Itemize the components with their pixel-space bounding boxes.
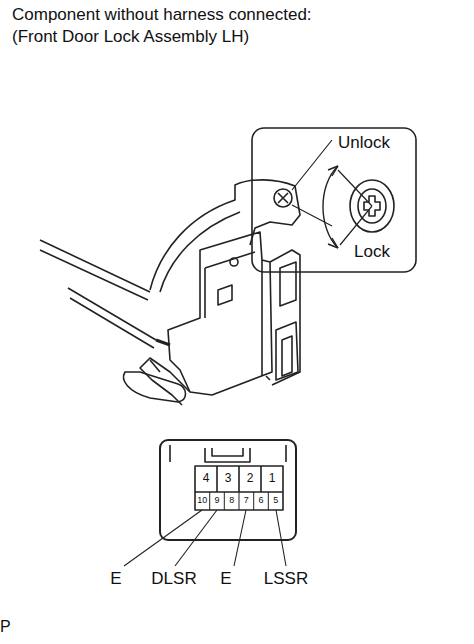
- pin-number: 2: [239, 472, 261, 485]
- signal-name: E: [104, 570, 128, 589]
- pin-number: 6: [254, 496, 269, 506]
- subtitle: (Front Door Lock Assembly LH): [12, 28, 249, 47]
- direction-label: Lock: [352, 243, 392, 262]
- pin-number: 1: [261, 472, 283, 485]
- pin-number: 8: [224, 496, 239, 506]
- signal-name: LSSR: [256, 570, 316, 589]
- pin-number: 9: [210, 496, 225, 506]
- title: Component without harness connected:: [12, 6, 312, 25]
- pin-number: 10: [195, 496, 210, 506]
- pin-number: 3: [217, 472, 239, 485]
- direction-label: Unlock: [336, 134, 392, 153]
- pin-number: 4: [195, 472, 217, 485]
- lock-direction-inset: UnlockLock: [252, 128, 416, 272]
- pin-number: 5: [268, 496, 283, 506]
- page-mark: P: [0, 618, 11, 636]
- pin-number: 7: [239, 496, 254, 506]
- signal-name: E: [214, 570, 238, 589]
- signal-name: DLSR: [144, 570, 204, 589]
